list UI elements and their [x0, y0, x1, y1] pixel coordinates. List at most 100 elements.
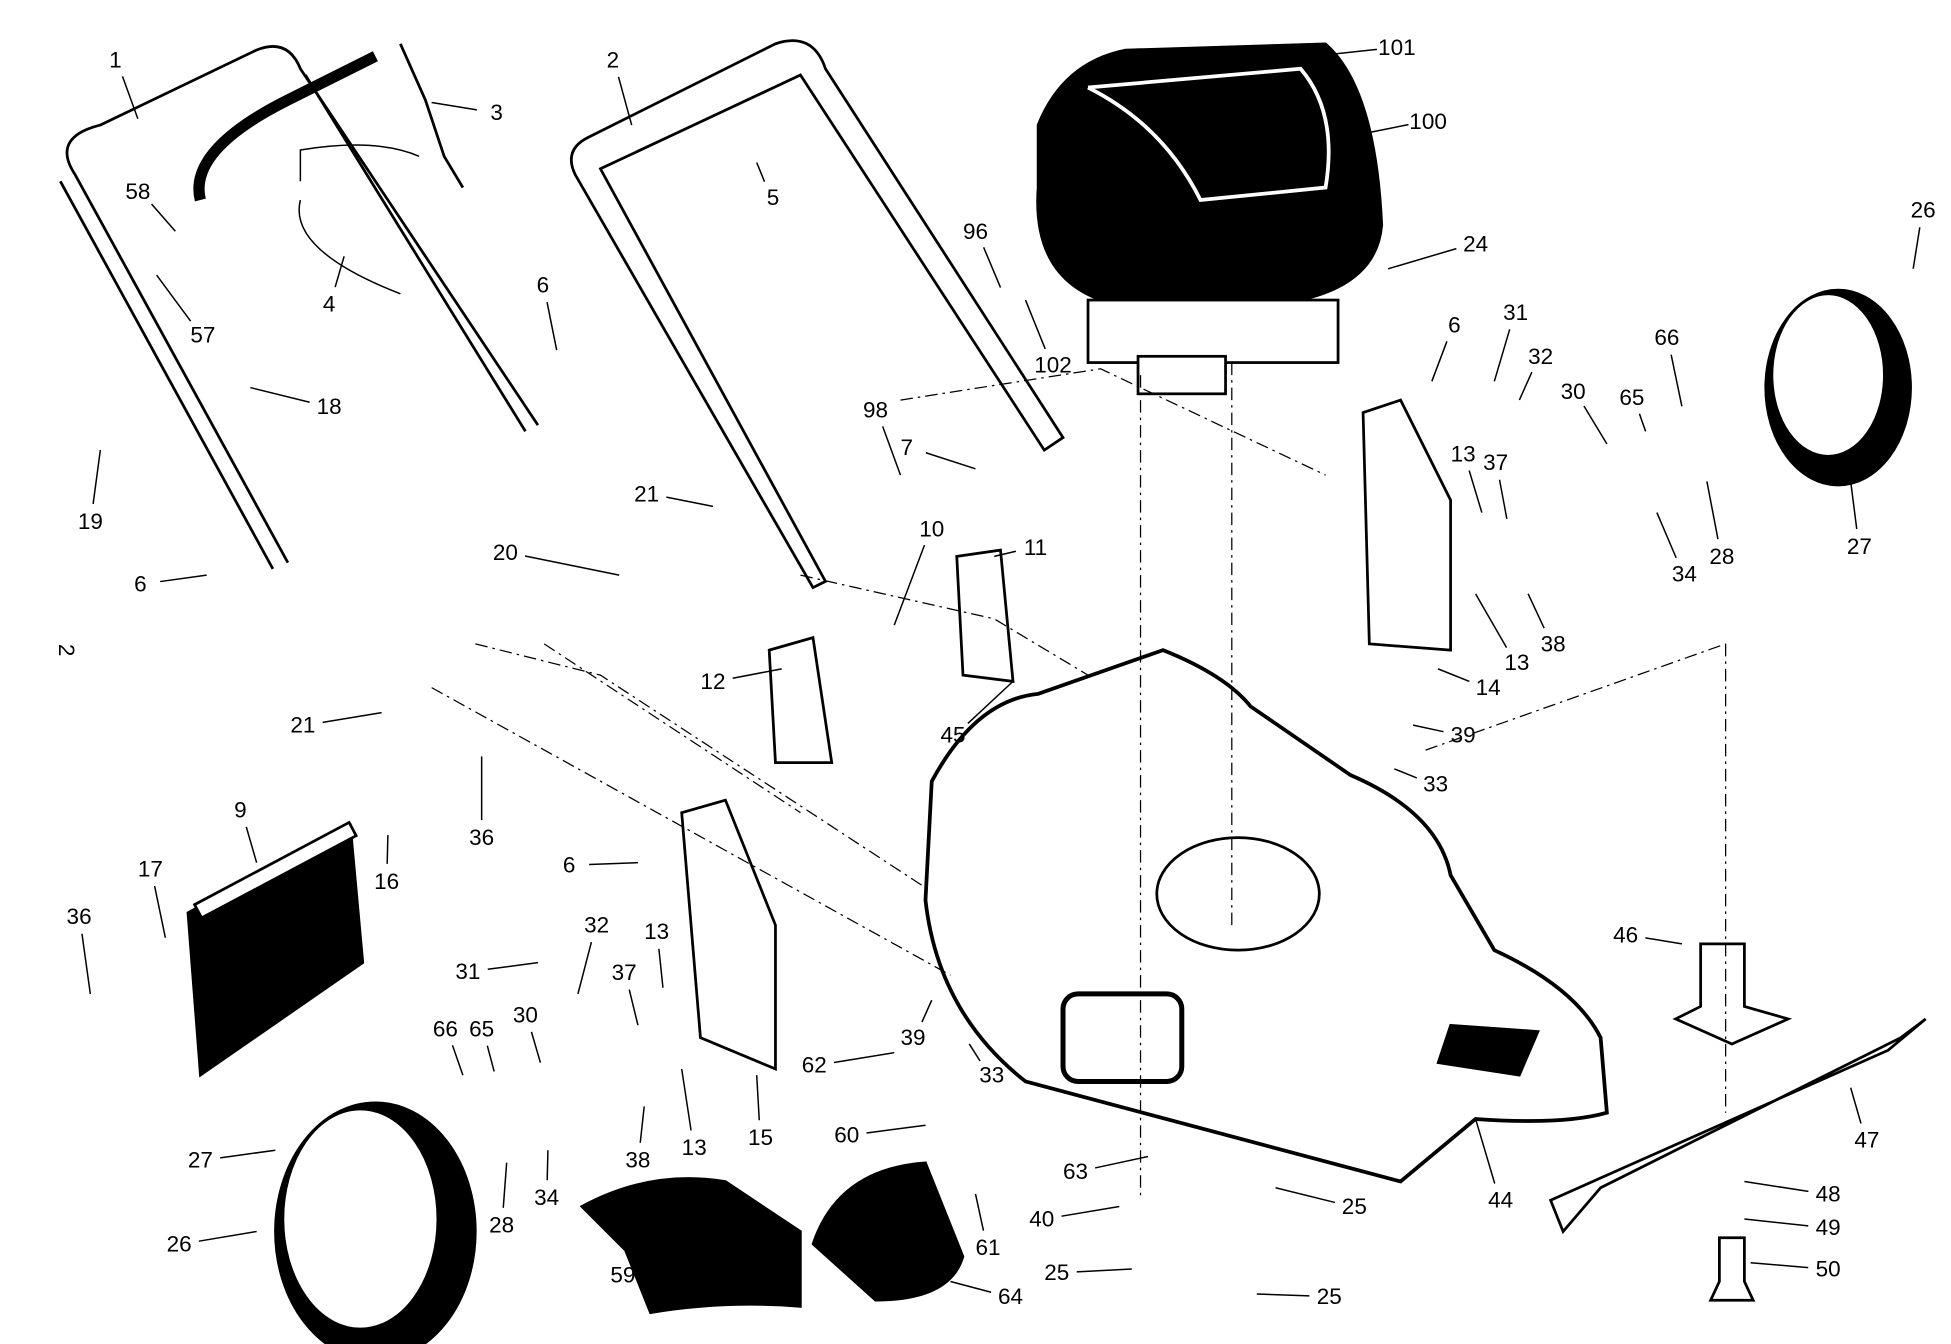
leader-line-25 [1256, 1293, 1310, 1297]
leader-line-34 [546, 1150, 549, 1181]
engine-block [1086, 298, 1340, 364]
callout-39: 39 [900, 1025, 925, 1050]
leader-line-24 [1387, 247, 1457, 270]
callout-14: 14 [1476, 675, 1501, 700]
callout-44: 44 [1488, 1188, 1513, 1213]
callout-24: 24 [1463, 231, 1488, 256]
leader-line-39 [921, 999, 933, 1023]
leader-line-50 [1750, 1261, 1809, 1269]
callout-15: 15 [748, 1125, 773, 1150]
leader-line-96 [982, 246, 1002, 288]
leader-line-27 [1849, 481, 1858, 530]
callout-62: 62 [802, 1053, 827, 1078]
callout-13: 13 [1504, 650, 1529, 675]
callout-59: 59 [610, 1263, 635, 1288]
leader-line-34 [1656, 512, 1677, 559]
deck-opening [1155, 836, 1321, 952]
leader-line-28 [1706, 481, 1719, 540]
callout-7: 7 [900, 435, 913, 460]
blade-bolt [1708, 1236, 1756, 1302]
callout-1: 1 [109, 48, 122, 73]
leader-line-32 [577, 941, 593, 995]
callout-37: 37 [612, 960, 637, 985]
deck-vent [1060, 991, 1185, 1084]
leader-line-38 [1527, 593, 1545, 629]
callout-31: 31 [1503, 300, 1528, 325]
callout-30: 30 [513, 1003, 538, 1028]
leader-line-38 [639, 1106, 645, 1143]
leader-line-65 [486, 1045, 495, 1072]
leader-line-37 [1498, 479, 1508, 519]
callout-58: 58 [125, 179, 150, 204]
leader-line-15 [755, 1075, 761, 1121]
leader-line-63 [1094, 1155, 1149, 1169]
leader-line-26 [1912, 227, 1921, 269]
leader-line-6 [160, 574, 207, 583]
deck-port [1436, 1023, 1540, 1077]
callout-17: 17 [138, 856, 163, 881]
leader-line-6 [546, 302, 558, 351]
leader-line-65 [1638, 413, 1647, 432]
callout-34: 34 [534, 1185, 559, 1210]
axle-bracket-15 [680, 798, 777, 1072]
callout-5: 5 [767, 185, 780, 210]
leader-line-13 [658, 948, 664, 988]
discharge-chute-64 [811, 1161, 965, 1302]
callout-63: 63 [1063, 1159, 1088, 1184]
callout-16: 16 [374, 869, 399, 894]
height-plate-12 [767, 635, 834, 765]
leader-line-12 [732, 668, 782, 679]
leader-line-28 [502, 1162, 508, 1208]
callout-21: 21 [634, 481, 659, 506]
upper-handle-inner [59, 74, 527, 570]
callout-6: 6 [537, 273, 550, 298]
oil-cap [1094, 112, 1127, 146]
leader-line-57 [155, 274, 192, 322]
callout-19: 19 [78, 509, 103, 534]
leader-line-101 [1312, 48, 1378, 58]
callout-21: 21 [290, 713, 315, 738]
leader-line-21 [666, 496, 714, 508]
mulch-chute-59 [579, 1177, 802, 1315]
leader-line-2 [617, 76, 633, 126]
callout-11: 11 [1024, 535, 1047, 560]
leader-line-13 [1468, 470, 1483, 513]
leader-line-19 [92, 449, 102, 505]
callout-25: 25 [1342, 1194, 1367, 1219]
callout-9: 9 [234, 798, 247, 823]
callout-39: 39 [1451, 723, 1476, 748]
leader-line-16 [386, 835, 389, 864]
callout-6: 6 [563, 853, 576, 878]
leader-line-31 [487, 961, 539, 971]
callout-64: 64 [998, 1284, 1023, 1309]
callout-38: 38 [1541, 631, 1566, 656]
leader-line-48 [1744, 1180, 1809, 1193]
callout-40: 40 [1029, 1206, 1054, 1231]
axle-bracket-14 [1361, 398, 1452, 652]
callout-101: 101 [1378, 35, 1416, 60]
leader-line-30 [530, 1031, 542, 1063]
leader-line-31 [1493, 329, 1511, 382]
leader-line-60 [866, 1124, 926, 1134]
leader-line-21 [322, 711, 382, 724]
front-wheel-left-hub [281, 1107, 440, 1331]
leader-line-4 [334, 256, 345, 288]
leader-line-40 [1061, 1205, 1120, 1217]
leader-line-49 [1744, 1218, 1809, 1227]
callout-31: 31 [455, 959, 480, 984]
callout-26: 26 [167, 1231, 192, 1256]
page-number: 2 [54, 644, 79, 657]
upper-handle [65, 45, 540, 564]
callout-4: 4 [323, 291, 336, 316]
callout-37: 37 [1483, 450, 1508, 475]
callout-18: 18 [317, 394, 342, 419]
leader-line-9 [245, 826, 258, 863]
callout-36: 36 [469, 825, 494, 850]
callout-98: 98 [863, 398, 888, 423]
leader-line-1 [121, 76, 139, 120]
leader-line-39 [1412, 724, 1444, 733]
leader-line-46 [1645, 937, 1683, 945]
leader-lines [81, 48, 1921, 1297]
callout-50: 50 [1816, 1256, 1841, 1281]
callout-96: 96 [963, 219, 988, 244]
